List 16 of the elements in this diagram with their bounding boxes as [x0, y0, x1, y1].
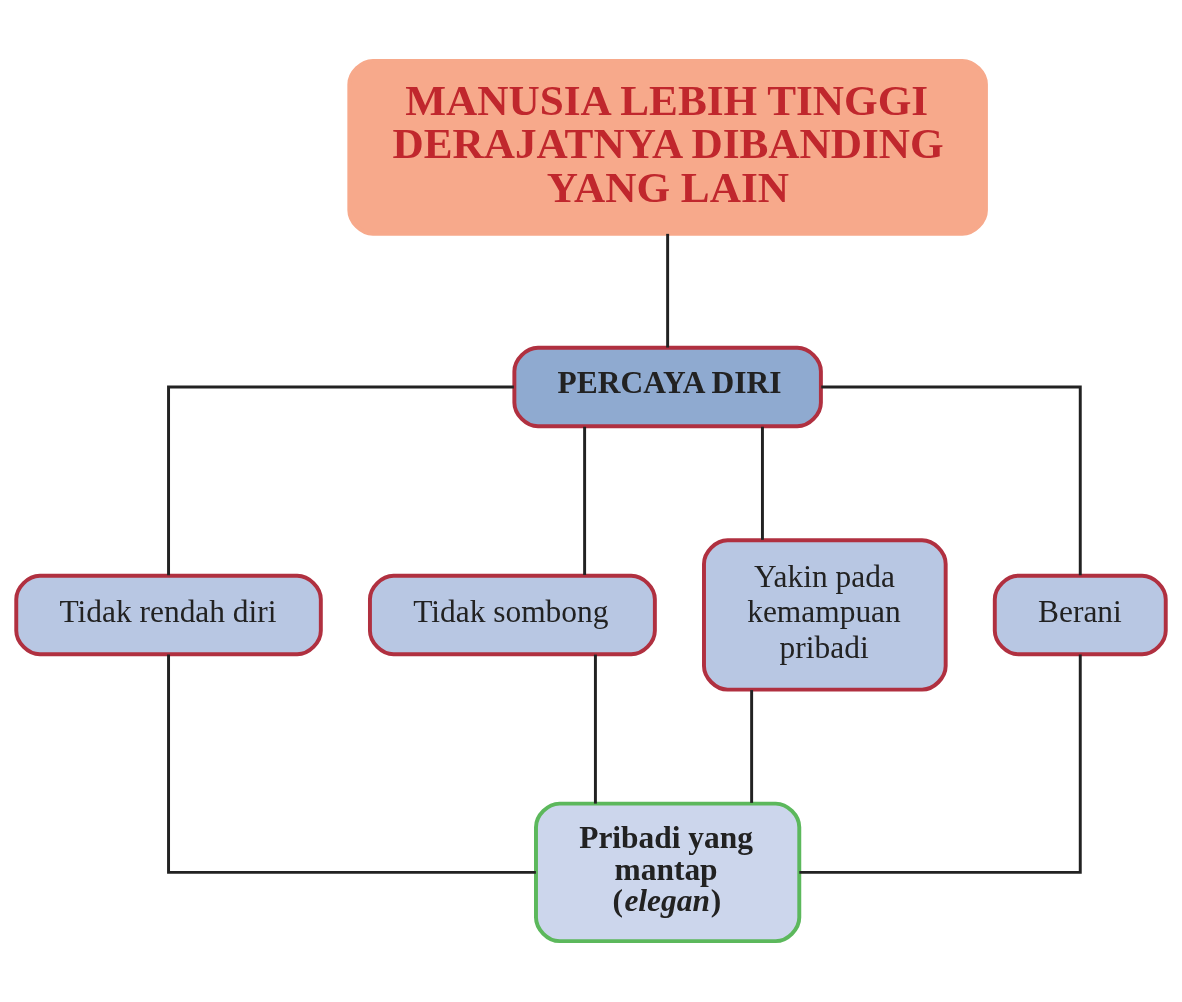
node-box: Pribadi yang mantap (elegan): [534, 801, 802, 944]
connector: [760, 426, 764, 540]
connector: [821, 385, 1082, 576]
connector: [593, 654, 597, 804]
connector: [799, 654, 1082, 874]
node-box: Yakin pada kemampuan pribadi: [702, 538, 948, 692]
node-box: MANUSIA LEBIH TINGGI DERAJATNYA DIBANDING YANG LAIN: [347, 58, 988, 236]
connector: [666, 233, 670, 348]
node-box: Tidak sombong: [368, 573, 657, 657]
node-box: Tidak rendah diri: [14, 573, 323, 657]
connector: [167, 385, 514, 576]
node-box: PERCAYA DIRI: [512, 345, 823, 429]
node-box: Berani: [992, 573, 1168, 657]
connector: [167, 654, 536, 874]
connector: [750, 690, 754, 803]
connector: [583, 426, 587, 575]
